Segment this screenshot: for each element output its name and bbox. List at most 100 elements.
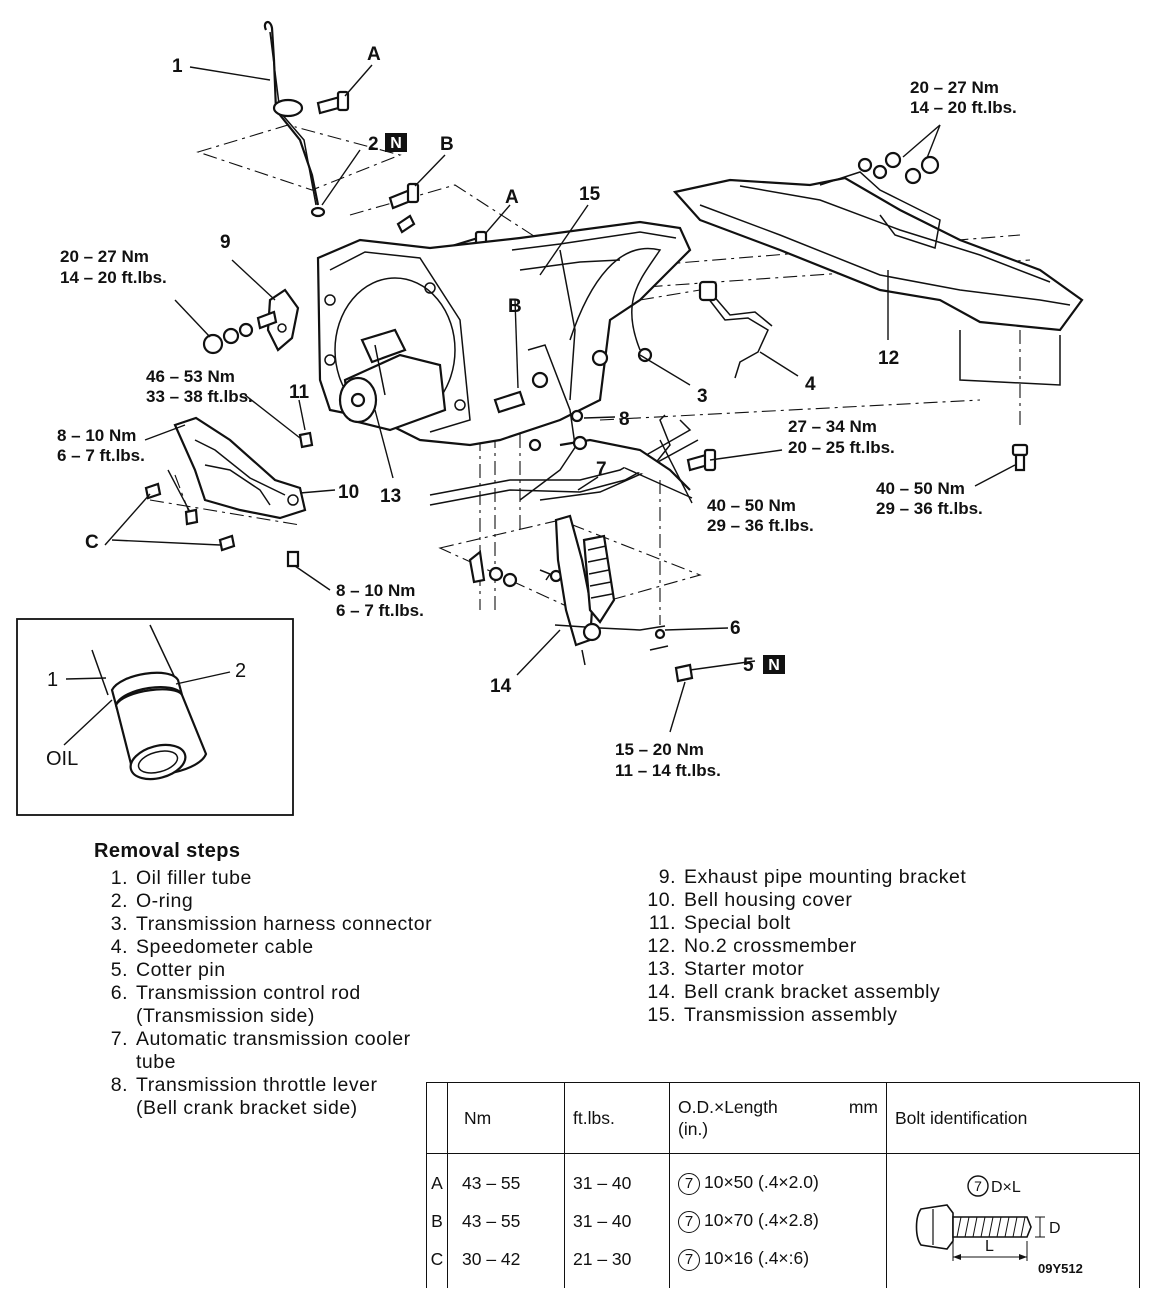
step-text: Transmission control rod(Transmission si… xyxy=(136,982,361,1027)
table-header-row: Nm ft.lbs. O.D.×Length mm (in.) Bolt ide… xyxy=(426,1082,1140,1154)
callout-8: 8 xyxy=(619,409,630,430)
callout-5: 5 xyxy=(743,655,754,676)
callout-15: 15 xyxy=(579,184,601,205)
torque-crossbolt-ft: 29 – 36 ft.lbs. xyxy=(876,499,983,518)
row-code: B xyxy=(426,1202,448,1240)
svg-text:N: N xyxy=(390,135,402,152)
starter-motor xyxy=(338,328,447,432)
step-text: Oil filler tube xyxy=(136,867,252,889)
bell-crank-bracket xyxy=(468,514,694,683)
list-item: 15.Transmission assembly xyxy=(632,1004,966,1027)
torque-cover-upper-nm: 8 – 10 Nm xyxy=(57,426,136,445)
row-nm: 43 – 55 xyxy=(447,1153,565,1202)
exhaust-bracket xyxy=(202,288,300,355)
callouts: 1 2 N A B A 15 9 B 11 13 10 C 3 4 8 7 12… xyxy=(85,44,899,697)
torque-labels: 20 – 27 Nm 14 – 20 ft.lbs. 20 – 27 Nm 14… xyxy=(57,78,1017,780)
list-item: 1.Oil filler tube xyxy=(94,867,494,890)
step-number: 8. xyxy=(110,1074,128,1096)
bolt-d-label: D xyxy=(1049,1220,1061,1237)
table-header-code xyxy=(426,1082,448,1154)
torque-crossmember-nm: 20 – 27 Nm xyxy=(910,78,999,97)
cooler-tube xyxy=(429,414,699,506)
list-item: 11.Special bolt xyxy=(632,912,966,935)
step-number: 5. xyxy=(110,959,128,981)
step-number: 4. xyxy=(110,936,128,958)
bolt-a-top xyxy=(316,90,350,115)
torque-starter-nm: 46 – 53 Nm xyxy=(146,367,235,386)
bolt-spec-table: Nm ft.lbs. O.D.×Length mm (in.) Bolt ide… xyxy=(426,1082,1140,1288)
bolt-strength-mark: 7 xyxy=(974,1178,982,1194)
torque-cooler-ft: 20 – 25 ft.lbs. xyxy=(788,438,895,457)
callout-11: 11 xyxy=(289,382,310,403)
step-number: 7. xyxy=(110,1028,128,1050)
table-header-nm: Nm xyxy=(447,1082,565,1154)
callout-12: 12 xyxy=(878,348,899,369)
list-item: 5. Cotter pin xyxy=(94,959,494,982)
callout-10: 10 xyxy=(338,482,359,503)
torque-crossbolt-nm: 40 – 50 Nm xyxy=(876,479,965,498)
step-text: Bell crank bracket assembly xyxy=(684,981,941,1003)
torque-crank-nm: 15 – 20 Nm xyxy=(615,740,704,759)
list-item: 12.No.2 crossmember xyxy=(632,935,966,958)
leader-lines xyxy=(104,64,1016,733)
row-code: A xyxy=(426,1153,448,1202)
callout-9: 9 xyxy=(220,232,231,253)
crossmember-bolt xyxy=(1011,443,1029,472)
strength-mark-icon: 7 xyxy=(678,1248,700,1271)
new-part-badge-5: N xyxy=(763,655,785,674)
strength-mark-icon: 7 xyxy=(678,1172,700,1195)
speedometer-cable xyxy=(698,280,773,379)
bolt-identification-figure: 7 D×L D L 09Y512 xyxy=(886,1153,1140,1288)
strength-mark-icon: 7 xyxy=(678,1210,700,1233)
step-number: 11. xyxy=(648,912,676,934)
row-ft: 21 – 30 xyxy=(564,1240,670,1288)
inset-label-2: 2 xyxy=(235,660,246,682)
table-header-od: O.D.×Length mm (in.) xyxy=(669,1082,887,1154)
o-ring xyxy=(310,206,326,218)
table-header-ftlbs: ft.lbs. xyxy=(564,1082,670,1154)
step-text: Starter motor xyxy=(684,958,805,980)
step-text: Bell housing cover xyxy=(684,889,853,911)
step-number: 12. xyxy=(647,935,676,957)
torque-tube-nm: 40 – 50 Nm xyxy=(707,496,796,515)
bolt-b-lower xyxy=(493,390,526,414)
torque-cover-lower-ft: 6 – 7 ft.lbs. xyxy=(336,601,424,620)
callout-14: 14 xyxy=(490,676,512,697)
od-label: O.D.×Length xyxy=(678,1097,778,1117)
list-item: 14. Bell crank bracket assembly xyxy=(632,981,966,1004)
special-bolt xyxy=(298,431,314,449)
bolts-b xyxy=(388,182,420,234)
row-nm: 30 – 42 xyxy=(447,1240,565,1288)
torque-bracket-nm: 20 – 27 Nm xyxy=(60,247,149,266)
step-text: Transmission assembly xyxy=(684,1004,898,1026)
step-text: Cotter pin xyxy=(136,959,226,981)
callout-7: 7 xyxy=(596,459,607,480)
step-number: 3. xyxy=(110,913,128,935)
step-text: Transmission harness connector xyxy=(136,913,433,935)
callout-2: 2 xyxy=(368,134,379,155)
svg-text:N: N xyxy=(768,657,780,674)
step-number: 10. xyxy=(647,889,676,911)
bolt-drawing: 7 D×L D L 09Y512 xyxy=(915,1174,1083,1276)
step-number: 6. xyxy=(110,982,128,1004)
transmission-exploded-view: 1 2 N A B A 15 9 B 11 13 10 C 3 4 8 7 12… xyxy=(16,21,1084,816)
inset-label-1: 1 xyxy=(47,669,58,691)
list-item: 4.Speedometer cable xyxy=(94,936,494,959)
list-item: 3. Transmission harness connector xyxy=(94,913,494,936)
row-ft: 31 – 40 xyxy=(564,1202,670,1240)
torque-cover-lower-nm: 8 – 10 Nm xyxy=(336,581,415,600)
step-number: 14. xyxy=(647,981,676,1003)
callout-3: 3 xyxy=(697,386,708,407)
list-item: 2.O-ring xyxy=(94,890,494,913)
removal-steps-title: Removal steps xyxy=(94,840,241,862)
